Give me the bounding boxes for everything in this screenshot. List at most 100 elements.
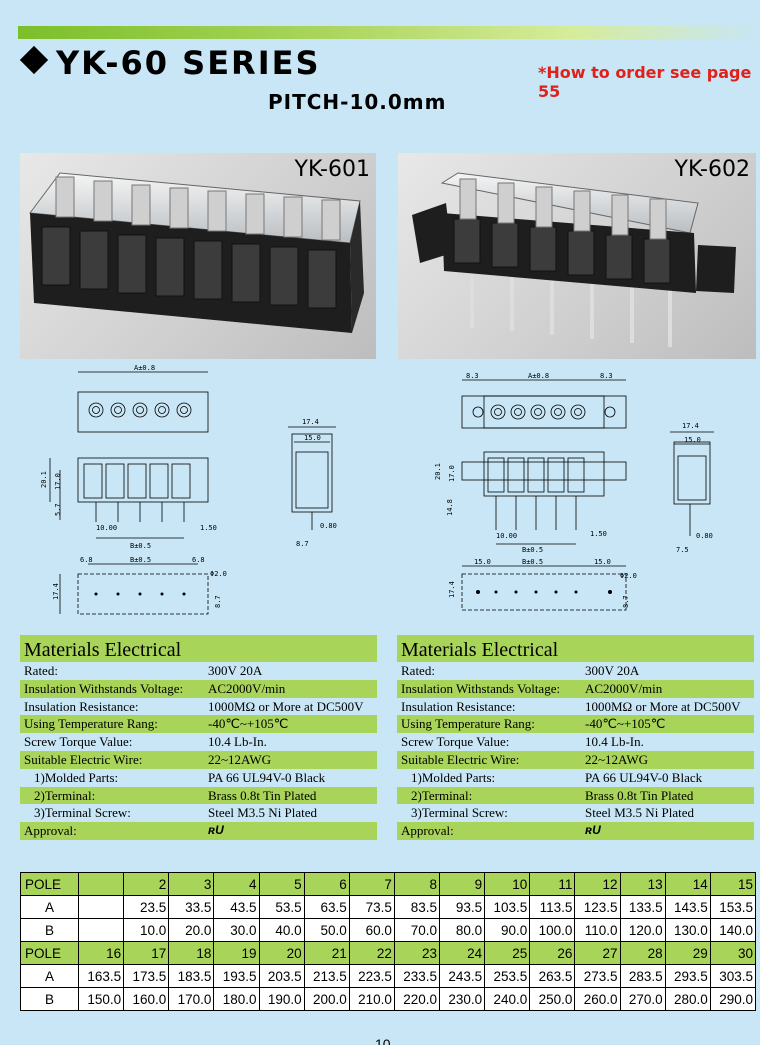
dim-pcb-h: 17.4 bbox=[448, 581, 456, 598]
dim-b: B±0.5 bbox=[130, 542, 151, 550]
table-cell: 73.5 bbox=[348, 895, 395, 919]
row-label: B bbox=[20, 918, 79, 942]
series-title-text: YK-60 SERIES bbox=[56, 44, 321, 82]
table-cell: 17 bbox=[123, 941, 170, 965]
table-cell: 233.5 bbox=[393, 964, 441, 988]
table-cell: 33.5 bbox=[168, 895, 215, 919]
table-cell: 20.0 bbox=[168, 918, 215, 942]
table-cell: 19 bbox=[213, 941, 260, 965]
model-label: YK-602 bbox=[674, 157, 751, 182]
table-cell: 143.5 bbox=[664, 895, 711, 919]
spec-row: Suitable Electric Wire:22~12AWG bbox=[20, 750, 377, 769]
table-cell: 21 bbox=[303, 941, 350, 965]
table-cell: 83.5 bbox=[393, 895, 441, 919]
table-cell: 133.5 bbox=[619, 895, 666, 919]
table-cell: 123.5 bbox=[574, 895, 621, 919]
diamond-bullet-icon bbox=[19, 45, 49, 75]
spec-row: Suitable Electric Wire:22~12AWG bbox=[397, 750, 754, 769]
dim-pin: 5.7 bbox=[54, 503, 62, 516]
table-cell: 290.0 bbox=[709, 987, 757, 1011]
table-cell: 29 bbox=[664, 941, 711, 965]
dim-h-total: 20.1 bbox=[434, 463, 442, 480]
spec-row: 2)Terminal:Brass 0.8t Tin Plated bbox=[20, 786, 377, 805]
dim-pcb-h: 17.4 bbox=[52, 583, 60, 600]
dim-pin-w: 1.50 bbox=[590, 530, 607, 538]
title-accent-bar bbox=[18, 26, 756, 39]
dim-pin-t: 0.80 bbox=[696, 532, 713, 540]
table-cell: 23.5 bbox=[123, 895, 170, 919]
table-cell: 4 bbox=[213, 872, 260, 896]
table-cell: 28 bbox=[619, 941, 666, 965]
terminal-block-illustration bbox=[29, 172, 364, 333]
table-cell: 9 bbox=[438, 872, 486, 896]
spec-row: Screw Torque Value:10.4 Lb-In. bbox=[401, 734, 644, 750]
series-title: YK-60 SERIES bbox=[19, 44, 321, 82]
spec-row: Insulation Withstands Voltage:AC2000V/mi… bbox=[397, 679, 754, 698]
row-label: POLE bbox=[20, 941, 79, 965]
dim-pin: 14.8 bbox=[446, 499, 454, 516]
dimension-drawing-yk602: 8.3 A±0.8 8.3 20.1 17.0 14.8 10.00 1.50 … bbox=[398, 362, 754, 624]
table-cell: 25 bbox=[484, 941, 531, 965]
table-cell: 263.5 bbox=[529, 964, 576, 988]
table-cell: 40.0 bbox=[258, 918, 305, 942]
table-cell: 260.0 bbox=[574, 987, 621, 1011]
dim-pin-w: 1.50 bbox=[200, 524, 217, 532]
dim-h-body: 17.0 bbox=[54, 473, 62, 490]
table-cell: 153.5 bbox=[709, 895, 757, 919]
ul-approval-icon: ʀU bbox=[208, 823, 224, 838]
table-cell: 70.0 bbox=[393, 918, 441, 942]
table-cell: 23 bbox=[393, 941, 441, 965]
table-cell: 220.0 bbox=[393, 987, 441, 1011]
table-cell: 140.0 bbox=[709, 918, 757, 942]
table-cell: 270.0 bbox=[619, 987, 666, 1011]
table-cell: 43.5 bbox=[213, 895, 260, 919]
table-cell: 14 bbox=[664, 872, 711, 896]
table-cell: 2 bbox=[123, 872, 170, 896]
spec-row: 3)Terminal Screw:Steel M3.5 Ni Plated bbox=[34, 805, 318, 821]
spec-row: Using Temperature Rang:-40℃~+105℃ bbox=[397, 715, 754, 734]
table-cell: 27 bbox=[574, 941, 621, 965]
table-cell: 103.5 bbox=[484, 895, 531, 919]
dim-b: B±0.5 bbox=[522, 546, 543, 554]
table-cell: 253.5 bbox=[484, 964, 531, 988]
table-cell: 7 bbox=[348, 872, 395, 896]
table-cell: 63.5 bbox=[303, 895, 350, 919]
table-cell: 8 bbox=[393, 872, 441, 896]
table-cell bbox=[77, 872, 125, 896]
table-cell: 30 bbox=[709, 941, 757, 965]
table-cell: 30.0 bbox=[213, 918, 260, 942]
terminal-block-illustration bbox=[412, 172, 736, 347]
table-cell: 213.5 bbox=[303, 964, 350, 988]
spec-row: 3)Terminal Screw:Steel M3.5 Ni Plated bbox=[411, 805, 695, 821]
table-cell: 10.0 bbox=[123, 918, 170, 942]
dim-hole-off-r: 6.8 bbox=[192, 556, 205, 564]
technical-drawing: A±0.8 20.1 17.0 5.7 10.00 1.50 B±0.5 17.… bbox=[40, 364, 337, 615]
table-cell: 130.0 bbox=[664, 918, 711, 942]
table-cell: 163.5 bbox=[77, 964, 125, 988]
spec-row: Using Temperature Rang:-40℃~+105℃ bbox=[20, 715, 377, 734]
table-cell: 230.0 bbox=[438, 987, 486, 1011]
table-cell bbox=[77, 918, 125, 942]
dim-hole-off-l: 15.0 bbox=[474, 558, 491, 566]
table-cell: 160.0 bbox=[123, 987, 170, 1011]
spec-row: Approval:ʀU bbox=[397, 822, 754, 840]
table-cell: 20 bbox=[258, 941, 305, 965]
order-note: *How to order see page 55 bbox=[538, 63, 752, 101]
materials-panel-right: Materials Electrical Rated:300V 20A Insu… bbox=[397, 635, 754, 840]
table-cell: 26 bbox=[529, 941, 576, 965]
table-cell: 273.5 bbox=[574, 964, 621, 988]
table-cell: 60.0 bbox=[348, 918, 395, 942]
spec-row: Rated:300V 20A bbox=[401, 663, 640, 678]
dim-h-body: 17.0 bbox=[448, 465, 456, 482]
dim-side-w: 17.4 bbox=[302, 418, 319, 426]
dim-side-foot: 8.7 bbox=[296, 540, 309, 548]
dim-pitch: 10.00 bbox=[496, 532, 517, 540]
dim-hole-d: Φ2.0 bbox=[620, 572, 637, 580]
table-cell: 90.0 bbox=[484, 918, 531, 942]
dim-side-foot: 7.5 bbox=[676, 546, 689, 554]
